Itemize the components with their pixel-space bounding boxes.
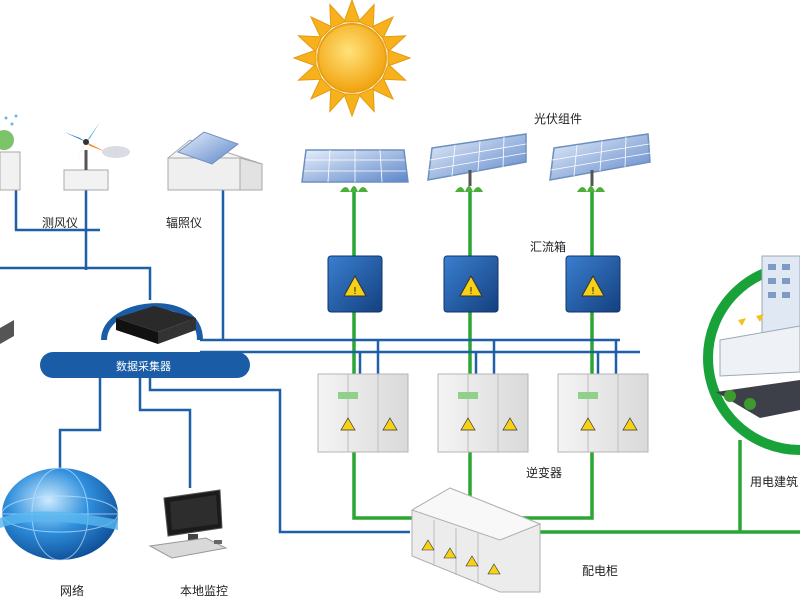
dc-lines (352, 190, 800, 534)
warning-icon: ! (343, 274, 367, 297)
weather-station-device (0, 114, 21, 191)
sun-icon (292, 0, 412, 118)
building-label: 用电建筑 (750, 475, 799, 489)
data-lines (0, 190, 640, 534)
pv-module-2 (427, 133, 527, 192)
building (703, 255, 800, 455)
svg-text:!: ! (469, 286, 473, 297)
distribution-cabinet-label: 配电柜 (582, 564, 619, 578)
pv-module-1 (301, 149, 409, 192)
svg-text:!: ! (353, 286, 357, 297)
left-edge-device (0, 320, 14, 344)
network-label: 网络 (60, 584, 85, 598)
combiner-box-2: ! (443, 255, 499, 313)
wind-meter-label: 测风仪 (42, 216, 79, 230)
warning-icon: ! (459, 274, 483, 297)
combiner-box-1: ! (327, 255, 383, 313)
irradiance-meter-device (166, 131, 264, 191)
data-collector-label: 数据采集器 (116, 360, 171, 373)
pv-module-3 (549, 133, 651, 192)
svg-text:!: ! (591, 286, 595, 297)
monitor-icon (148, 489, 228, 559)
local-monitoring-label: 本地监控 (180, 584, 229, 598)
irradiance-meter-label: 辐照仪 (166, 216, 203, 230)
data-collector (40, 303, 250, 378)
wind-meter-device (63, 122, 130, 191)
combiner-box-label: 汇流箱 (530, 240, 567, 254)
globe-icon (0, 467, 119, 561)
pv-modules-label: 光伏组件 (534, 112, 583, 126)
inverter-1 (317, 373, 409, 453)
inverter-2 (437, 373, 529, 453)
inverter-3 (557, 373, 649, 453)
distribution-cabinet (410, 487, 542, 593)
inverter-label: 逆变器 (526, 466, 563, 480)
combiner-box-3: ! (565, 255, 621, 313)
warning-icon: ! (581, 274, 605, 297)
